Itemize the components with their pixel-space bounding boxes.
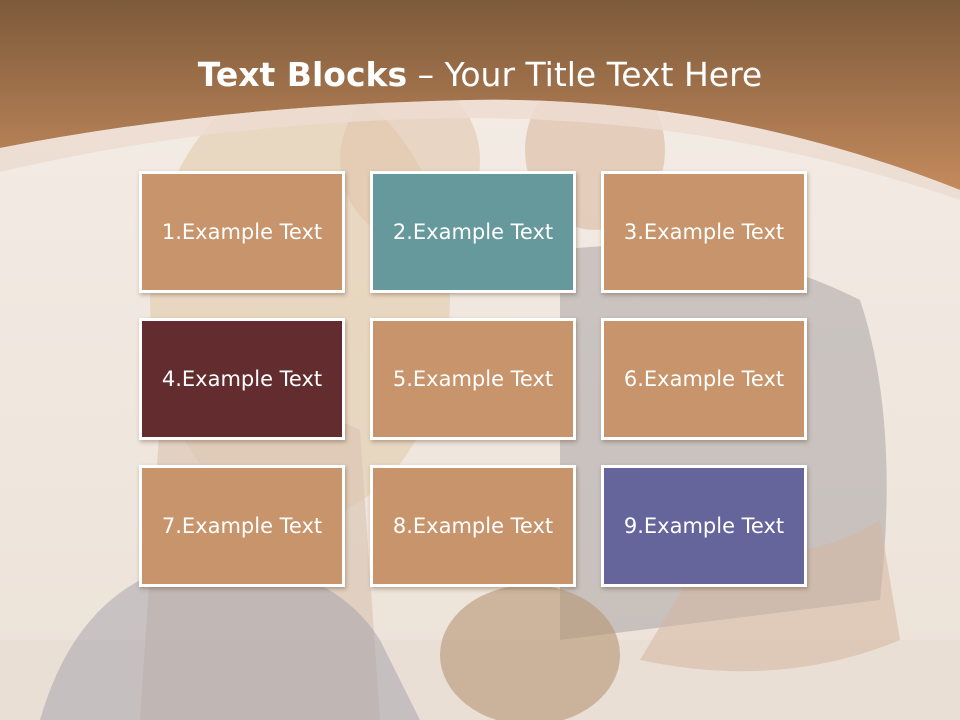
title-dash: – <box>407 55 445 94</box>
text-block-5[interactable]: 5.Example Text <box>370 318 576 440</box>
text-block-8-label: 8.Example Text <box>392 514 554 538</box>
text-block-7-label: 7.Example Text <box>161 514 323 538</box>
text-block-8[interactable]: 8.Example Text <box>370 465 576 587</box>
text-block-4[interactable]: 4.Example Text <box>139 318 345 440</box>
text-block-4-label: 4.Example Text <box>161 367 323 391</box>
text-block-6-label: 6.Example Text <box>623 367 785 391</box>
title-rest: Your Title Text Here <box>444 55 763 94</box>
title-bold: Text Blocks <box>197 55 408 94</box>
text-block-9[interactable]: 9.Example Text <box>601 465 807 587</box>
header-band <box>0 0 960 200</box>
slide-title: Text Blocks – Your Title Text Here <box>0 52 960 98</box>
text-block-7[interactable]: 7.Example Text <box>139 465 345 587</box>
text-block-1[interactable]: 1.Example Text <box>139 171 345 293</box>
text-block-6[interactable]: 6.Example Text <box>601 318 807 440</box>
text-block-9-label: 9.Example Text <box>623 514 785 538</box>
text-block-5-label: 5.Example Text <box>392 367 554 391</box>
text-block-2[interactable]: 2.Example Text <box>370 171 576 293</box>
text-block-3-label: 3.Example Text <box>623 220 785 244</box>
text-block-1-label: 1.Example Text <box>161 220 323 244</box>
text-block-3[interactable]: 3.Example Text <box>601 171 807 293</box>
text-block-2-label: 2.Example Text <box>392 220 554 244</box>
